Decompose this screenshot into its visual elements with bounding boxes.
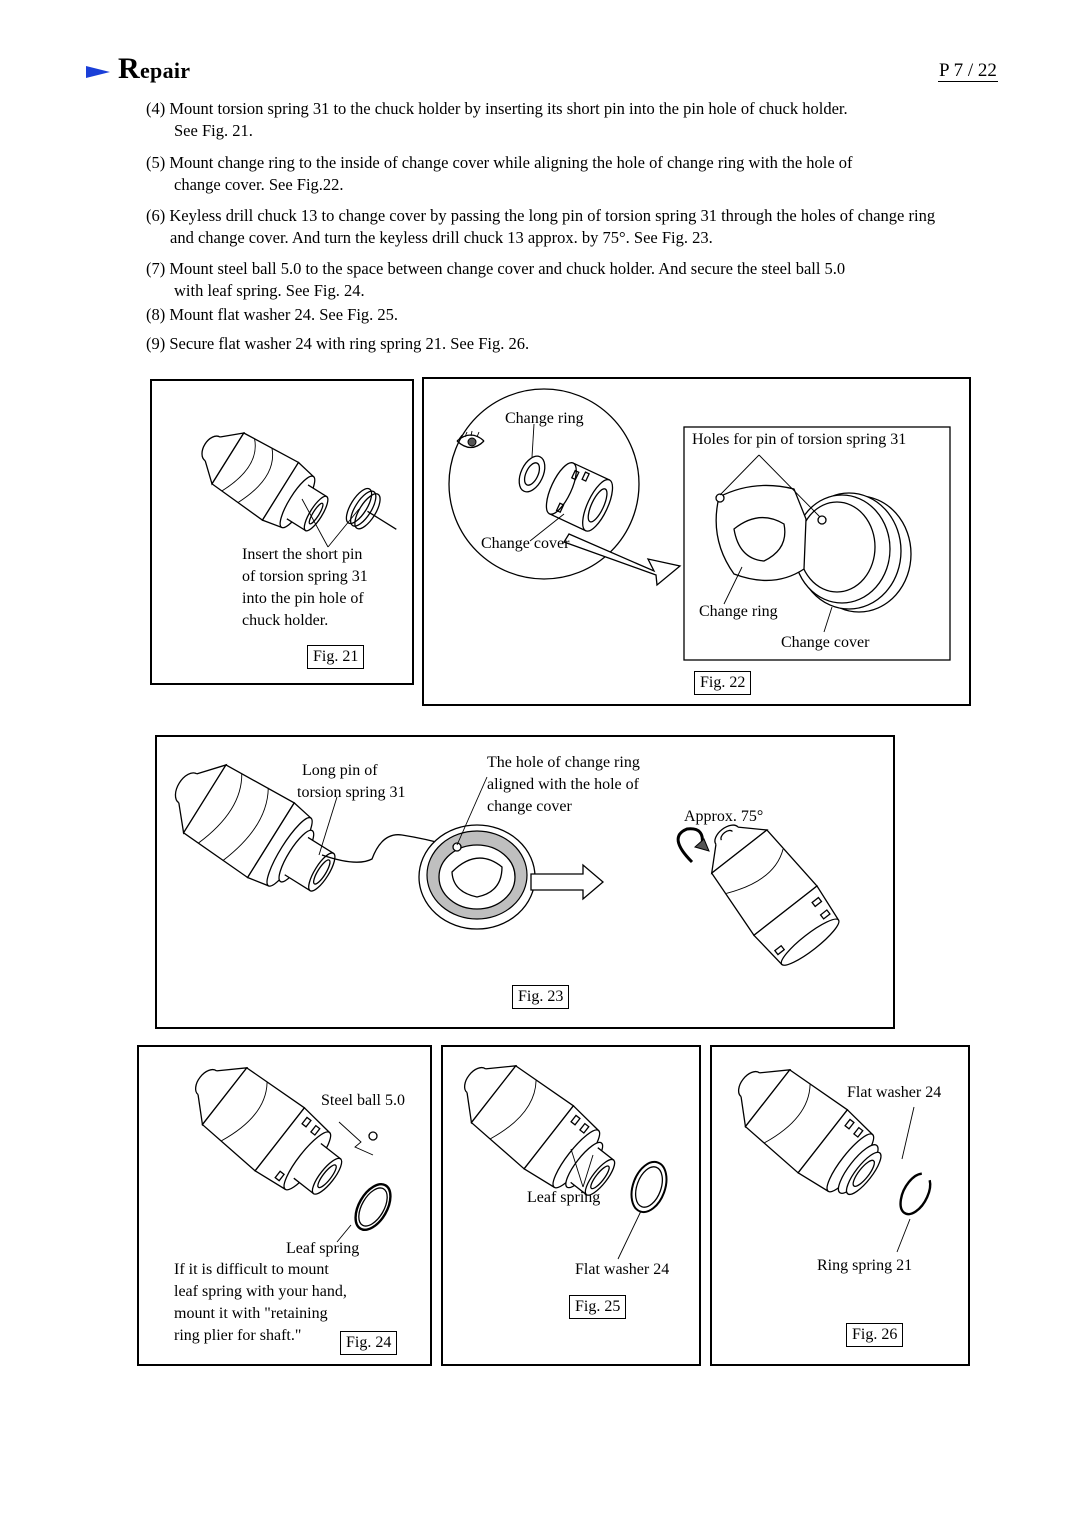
fig22-tag: Fig. 22 xyxy=(694,671,752,695)
fig25-flat-washer-label: Flat washer 24 xyxy=(575,1261,670,1278)
figure-24: Steel ball 5.0 Leaf spring If it is diff… xyxy=(137,1045,432,1366)
fig23-long-pin-label: Long pin of torsion spring 31 xyxy=(297,762,406,801)
step-5: (5) Mount change ring to the inside of c… xyxy=(146,153,853,194)
chuck-insertion-drawing xyxy=(174,763,840,966)
fig22-change-ring-label: Change ring xyxy=(505,410,584,427)
step-7: (7) Mount steel ball 5.0 to the space be… xyxy=(146,259,846,300)
header-arrow-icon xyxy=(86,66,110,78)
figure-26: Flat washer 24 Ring spring 21 Fig. 26 xyxy=(710,1045,970,1366)
fig26-ring-spring-label: Ring spring 21 xyxy=(817,1257,913,1274)
fig24-tag: Fig. 24 xyxy=(340,1331,398,1355)
fig26-tag: Fig. 26 xyxy=(846,1323,904,1347)
flat-washer-drawing xyxy=(463,1064,668,1260)
fig21-tag: Fig. 21 xyxy=(307,645,365,669)
chuck-torsion-spring-drawing xyxy=(201,432,397,548)
fig25-leaf-spring-label: Leaf spring xyxy=(527,1189,601,1206)
step-4: (4) Mount torsion spring 31 to the chuck… xyxy=(146,99,848,140)
fig23-approx-label: Approx. 75° xyxy=(684,808,764,825)
fig24-leaf-spring-label: Leaf spring xyxy=(286,1240,360,1257)
fig21-label: Insert the short pin of torsion spring 3… xyxy=(242,546,368,629)
section-title: Repair xyxy=(118,52,191,85)
step-9: (9) Secure flat washer 24 with ring spri… xyxy=(146,334,530,353)
page-number: P 7 / 22 xyxy=(938,60,998,82)
step-6: (6) Keyless drill chuck 13 to change cov… xyxy=(146,206,936,247)
figure-25: Leaf spring Flat washer 24 Fig. 25 xyxy=(441,1045,701,1366)
steel-ball-leaf-spring-drawing xyxy=(194,1066,392,1243)
figure-22: Change ring Change cover Holes for pin o… xyxy=(422,377,971,706)
ring-spring-drawing xyxy=(737,1068,932,1253)
figure-23: Long pin of torsion spring 31 The hole o… xyxy=(155,735,895,1029)
fig25-tag: Fig. 25 xyxy=(569,1295,627,1319)
fig24-note: If it is difficult to mount leaf spring … xyxy=(174,1261,347,1344)
fig22-change-cover-bottom-label: Change cover xyxy=(781,634,870,651)
change-ring-cover-drawing xyxy=(448,388,951,661)
figure-21: Insert the short pin of torsion spring 3… xyxy=(150,379,414,685)
fig22-change-cover-label: Change cover xyxy=(481,535,570,552)
fig22-holes-label: Holes for pin of torsion spring 31 xyxy=(692,431,907,448)
fig23-hole-label: The hole of change ring aligned with the… xyxy=(487,754,640,815)
fig22-change-ring-bottom-label: Change ring xyxy=(699,603,778,620)
step-8: (8) Mount flat washer 24. See Fig. 25. xyxy=(146,305,399,324)
fig24-steel-ball-label: Steel ball 5.0 xyxy=(321,1092,405,1109)
fig26-flat-washer-label: Flat washer 24 xyxy=(847,1084,942,1101)
fig23-tag: Fig. 23 xyxy=(512,985,570,1009)
